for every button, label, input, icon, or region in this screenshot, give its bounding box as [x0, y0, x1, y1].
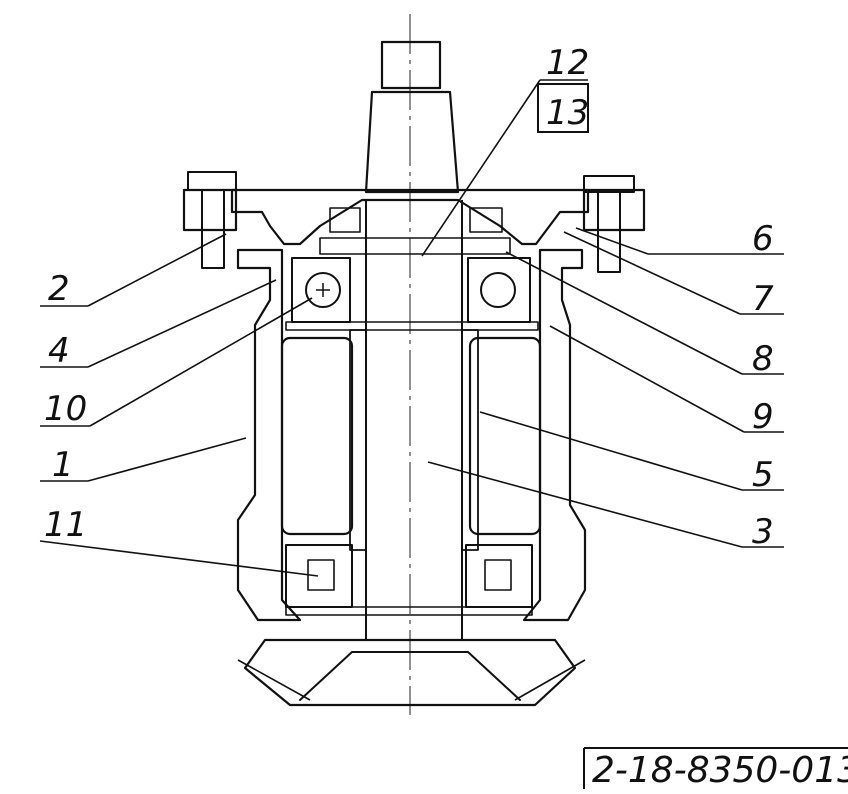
ball-bearing-right — [467, 257, 531, 323]
label-1: 1 — [52, 445, 74, 485]
shaft — [319, 200, 511, 640]
document-number: 2-18-8350-013 — [592, 750, 848, 789]
label-6: 6 — [752, 219, 774, 259]
spacer-ring-lower — [285, 606, 533, 616]
seal-left — [329, 207, 361, 233]
leader-lines — [39, 79, 784, 577]
label-5: 5 — [752, 455, 774, 495]
label-8: 8 — [752, 339, 774, 379]
label-11: 11 — [44, 505, 87, 545]
shaft-top-end — [364, 40, 460, 194]
roller-bearing-large — [280, 336, 542, 536]
label-13: 13 — [546, 93, 589, 133]
cover-flange — [182, 188, 646, 246]
label-7: 7 — [752, 279, 774, 319]
roller-bearing-lower-right — [465, 544, 533, 608]
label-2: 2 — [48, 269, 70, 309]
right-bolt — [583, 175, 635, 273]
label-9: 9 — [752, 397, 774, 437]
housing-left-wall — [236, 248, 302, 622]
housing-right-wall — [522, 248, 587, 622]
label-3: 3 — [752, 512, 774, 552]
bevel-gear — [237, 638, 586, 707]
seal-right — [469, 207, 503, 233]
label-13-box — [537, 83, 589, 133]
spacer-ring-upper — [285, 321, 539, 331]
left-bolt — [187, 171, 237, 269]
ball-bearing-left — [291, 257, 351, 323]
label-4: 4 — [48, 331, 70, 371]
label-12: 12 — [546, 43, 589, 83]
label-10: 10 — [44, 389, 87, 429]
roller-bearing-lower-left — [285, 544, 353, 608]
